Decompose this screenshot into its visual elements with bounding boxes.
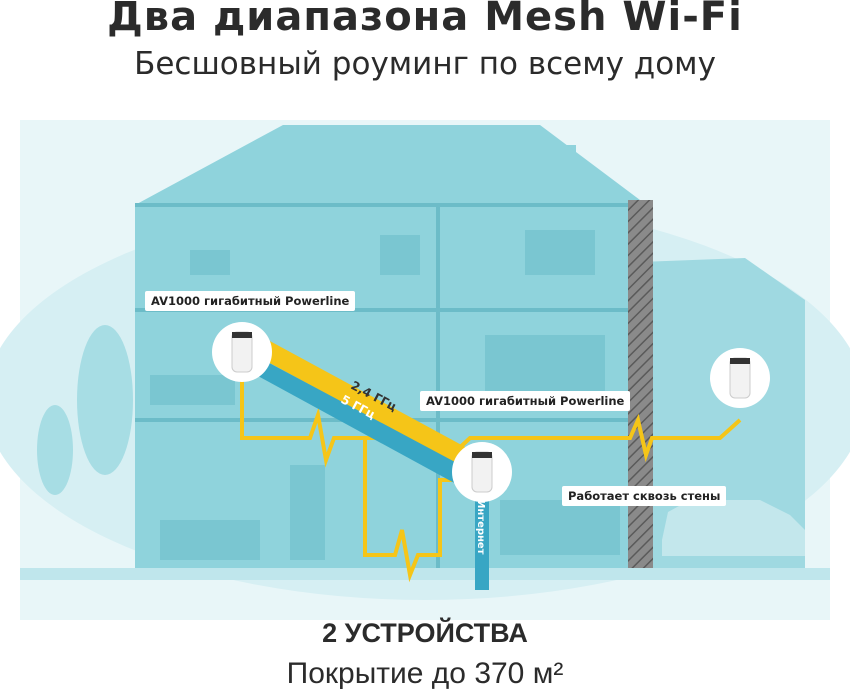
subheadline: Бесшовный роуминг по всему дому bbox=[134, 46, 716, 82]
powerline-label-left: AV1000 гигабитный Powerline bbox=[145, 291, 356, 311]
powerline-label-center: AV1000 гигабитный Powerline bbox=[420, 391, 631, 411]
mesh-node-right bbox=[710, 348, 770, 408]
hatched-wall bbox=[628, 200, 653, 572]
band-5-ghz bbox=[247, 357, 470, 485]
internet-label: Интернет bbox=[475, 500, 486, 555]
coverage-text: Покрытие до 370 м² bbox=[286, 657, 564, 690]
walls-label: Работает сквозь стены bbox=[562, 486, 727, 506]
car bbox=[662, 500, 805, 556]
powerline-cable-lower bbox=[363, 438, 460, 583]
headline: Два диапазона Mesh Wi-Fi bbox=[107, 0, 743, 40]
tree bbox=[77, 325, 133, 475]
devices-count: 2 УСТРОЙСТВА bbox=[322, 618, 528, 648]
mesh-node-center bbox=[452, 442, 512, 502]
ground bbox=[20, 568, 830, 580]
house-body bbox=[135, 125, 640, 570]
band-24-ghz bbox=[255, 340, 480, 470]
tree bbox=[37, 405, 73, 495]
mesh-node-left bbox=[212, 322, 272, 382]
internet-cable bbox=[475, 490, 489, 590]
